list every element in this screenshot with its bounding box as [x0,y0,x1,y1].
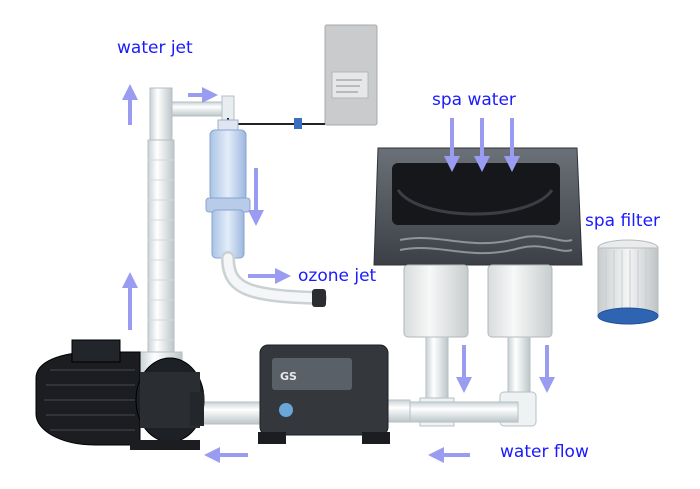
spa-controller: GS [258,344,390,444]
filter-canisters [403,264,553,338]
return-hose [147,139,175,356]
suction-plumbing [195,336,537,427]
ozone-injector [205,119,327,307]
spa-filter-cartridge [597,239,659,325]
pump [35,339,205,450]
label-spa-filter: spa filter [585,211,661,231]
label-water-jet: water jet [117,38,193,58]
label-spa-water: spa water [432,90,516,110]
skimmer [373,147,583,266]
controller-brand: GS [280,370,297,383]
water-jet-fitting [149,87,235,147]
label-water-flow: water flow [500,442,589,462]
label-ozone-jet: ozone jet [298,266,377,286]
ozone-tube [227,118,325,129]
ozonator-box [324,24,378,126]
